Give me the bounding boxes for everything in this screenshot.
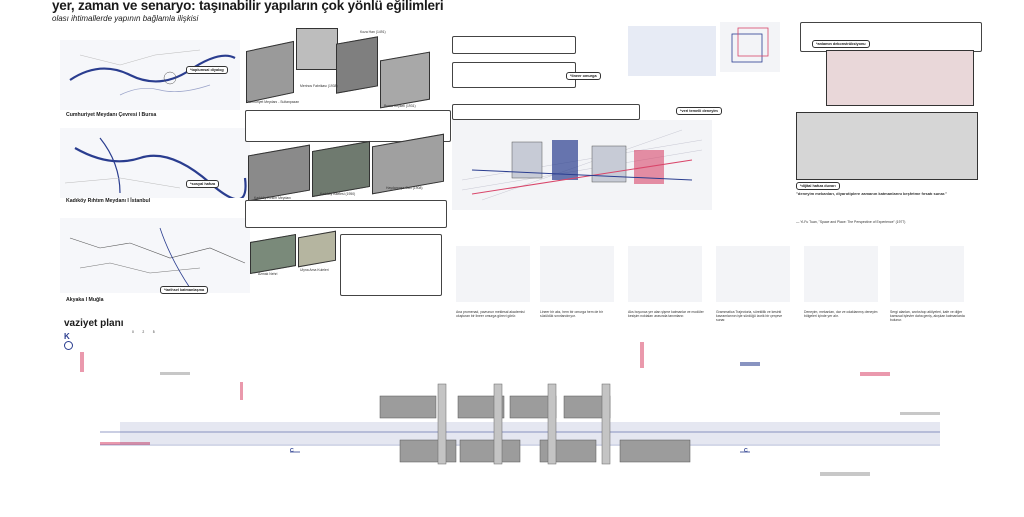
isometric-drawing (461, 129, 703, 201)
kadikoy-map-drawing (64, 137, 247, 201)
historic-photo (312, 140, 370, 198)
interior-render (826, 50, 974, 106)
photo-caption: Haydarpaşa Garı (1908) (386, 186, 423, 190)
step-diagram-1 (456, 246, 530, 302)
pattern-diagram (628, 26, 716, 76)
tag-anlamin-dekonstruksiyonu: *anlamın dekonstrüksiyonu (812, 40, 870, 48)
site-map-kadikoy (60, 128, 250, 201)
cube-diagram (720, 22, 780, 72)
scale-tick: 5 (152, 330, 155, 334)
site-plan (40, 322, 975, 512)
tag-veri-temelli-deneyim: *veri temelli deneyim (676, 107, 722, 115)
akyaka-map-drawing (69, 227, 246, 289)
step-diagram-3 (628, 246, 702, 302)
step-caption: Sergi alanları, workshop atölyeleri, kaf… (890, 310, 965, 323)
photo-caption: Kadıköy İskelesi (1950) (320, 192, 356, 196)
scale-bar: 0 2 5 (132, 320, 155, 338)
site-map-bursa (60, 40, 240, 110)
quote-text: "deneyim mekanları, diyarotiplere zamanı… (796, 191, 948, 196)
site-label-kadikoy: Kadıköy Rıhtım Meydanı I İstanbul (66, 198, 151, 204)
step-diagram-5 (804, 246, 878, 302)
step-caption: Deneyim, mekanları, dar ve odaklanmış de… (804, 310, 878, 319)
historic-photo (296, 28, 338, 70)
concept-text-box (726, 124, 786, 194)
section-mark: C (290, 448, 294, 454)
photo-caption: Ulyna Ama Kuleleri (300, 268, 329, 272)
tag-dijital-hafiza-duvari: *dijital hafıza duvarı (796, 182, 840, 190)
tag-tarihsel-katmanlasma: *tarihsel katmanlaşma (160, 286, 209, 294)
site-label-akyaka: Akyaka I Muğla (66, 297, 104, 303)
concept-text-box (452, 36, 576, 54)
historic-photo (248, 144, 310, 202)
historic-photo (336, 36, 378, 94)
isometric-diagram (452, 120, 712, 210)
page-subtitle: olası ihtimallerde yapının bağlamla iliş… (52, 14, 199, 23)
section-mark: C (744, 448, 748, 454)
photo-caption: Bursa Heykeli (1931) (384, 104, 416, 108)
interior-render (796, 112, 978, 180)
concept-text-box (452, 104, 640, 120)
scale-tick: 0 (132, 330, 134, 334)
north-circle-icon (64, 341, 73, 350)
step-caption: Aks boyunca yer alan şişme katmanlar ve … (628, 310, 704, 319)
site-plan-title: vaziyet planı (64, 318, 124, 329)
step-caption: Ana promenad, yavrunun meklesal akademis… (456, 310, 525, 319)
photo-caption: Kadıköy Rıhtım Meydanı (254, 196, 292, 200)
north-arrow: K (64, 332, 73, 350)
photo-caption: Cumhuriyet Meydanı - Sultanpazarı (246, 100, 300, 104)
step-diagram-4 (716, 246, 790, 302)
concept-text-box (452, 62, 576, 88)
step-diagram-2 (540, 246, 614, 302)
photo-caption: Azmak Nehri (258, 272, 278, 276)
step-caption: Grammatica Trajectoria, süreklilik ve ke… (716, 310, 783, 323)
page-title: yer, zaman ve senaryo: taşınabilir yapıl… (52, 0, 444, 13)
photo-caption: Koza Han (1491) (360, 30, 386, 34)
site-map-akyaka (60, 218, 250, 293)
photo-caption: Merinos Fabrikası (1938) (300, 84, 338, 88)
historic-photo (250, 233, 296, 275)
tag-lineer-omurga: *lineer omurga (566, 72, 601, 80)
scale-tick: 2 (142, 330, 145, 334)
tag-sosyal-hafiza: *sosyal hafıza (186, 180, 220, 188)
historic-photo (246, 40, 294, 104)
cube-drawing (731, 27, 769, 63)
site-plan-drawing (80, 342, 940, 476)
north-label: K (64, 332, 70, 341)
step-diagram-6 (890, 246, 964, 302)
text-block-akyaka (340, 234, 442, 296)
text-block-kadikoy (245, 200, 447, 228)
step-caption: Lineer bir aks, hem bir omurga hem de bi… (540, 310, 603, 319)
historic-photo (298, 230, 336, 268)
bursa-map-drawing (69, 49, 236, 96)
text-block-bursa (245, 110, 451, 142)
tag-toplumsal-diyalog: *toplumsal diyalog (186, 66, 228, 74)
quote-source: — Yi-Fu Tuan, "Space and Place: The Pers… (796, 220, 906, 224)
historic-photo (380, 51, 430, 109)
site-label-bursa: Cumhuriyet Meydanı Çevresi I Bursa (66, 112, 157, 118)
